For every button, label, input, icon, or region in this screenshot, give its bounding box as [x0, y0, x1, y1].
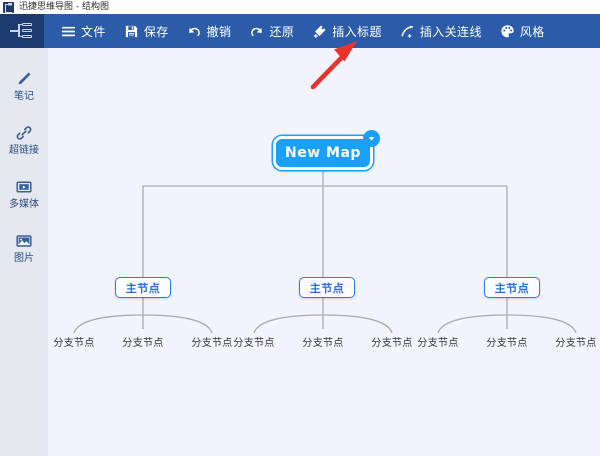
toolbar-button-redo[interactable]: 还原	[240, 14, 303, 48]
curved-connector-plus-icon	[401, 25, 413, 38]
branch-node-2-3[interactable]: 分支节点	[371, 338, 413, 349]
mindmap-logo-icon	[3, 1, 14, 13]
root-node[interactable]: New Map	[273, 136, 373, 170]
hyperlink-chain-icon	[16, 126, 32, 140]
tag-plus-icon	[314, 25, 326, 38]
main-node-3[interactable]: 主节点	[484, 277, 540, 298]
main-node-2-label: 主节点	[309, 281, 345, 295]
toolbar-label-insert-title: 插入标题	[332, 24, 382, 39]
sidebar-item-note[interactable]: 笔记	[0, 62, 48, 110]
mindmap-brand-icon	[10, 22, 34, 40]
left-sidebar: 笔记 超链接 多媒体	[0, 48, 48, 456]
toolbar-label-insert-relation-line: 插入关连线	[419, 24, 482, 39]
toolbar-items: 文件 保存 撤销	[44, 14, 554, 48]
sidebar-label-multimedia: 多媒体	[9, 199, 39, 210]
title-bar: 迅捷思维导图 - 结构图	[0, 0, 600, 14]
toolbar-label-redo: 还原	[269, 24, 295, 39]
toolbar-button-save[interactable]: 保存	[115, 14, 178, 48]
toolbar-label-save: 保存	[143, 24, 169, 39]
toolbar-button-insert-relation-line[interactable]: 插入关连线	[391, 14, 491, 48]
branch-node-1-1[interactable]: 分支节点	[53, 338, 95, 349]
undo-arrow-icon	[188, 27, 200, 36]
image-picture-icon	[16, 235, 32, 247]
toolbar-button-style[interactable]: 风格	[491, 14, 554, 48]
main-toolbar: 文件 保存 撤销	[0, 14, 600, 48]
root-node-label: New Map	[285, 145, 361, 161]
toolbar-label-undo: 撤销	[206, 24, 232, 39]
brand-tile[interactable]	[0, 14, 44, 48]
hamburger-menu-icon	[61, 26, 76, 36]
sidebar-item-image[interactable]: 图片	[0, 224, 48, 272]
connector-lines	[73, 170, 577, 334]
redo-arrow-icon	[251, 27, 263, 36]
toolbar-button-insert-title[interactable]: 插入标题	[303, 14, 391, 48]
sidebar-label-note: 笔记	[14, 91, 34, 102]
branch-node-3-1[interactable]: 分支节点	[417, 338, 459, 349]
root-node-dropdown-badge[interactable]	[363, 130, 380, 147]
toolbar-button-undo[interactable]: 撤销	[178, 14, 241, 48]
chevron-down-icon	[368, 137, 375, 141]
toolbar-label-style: 风格	[519, 24, 545, 39]
main-node-2[interactable]: 主节点	[299, 277, 355, 298]
branch-node-3-3[interactable]: 分支节点	[555, 338, 597, 349]
main-node-3-label: 主节点	[494, 281, 530, 295]
pen-note-icon	[18, 72, 31, 85]
branch-node-1-2[interactable]: 分支节点	[122, 338, 164, 349]
window-title: 迅捷思维导图 - 结构图	[19, 2, 109, 12]
branch-node-1-3[interactable]: 分支节点	[191, 338, 233, 349]
floppy-disk-save-icon	[125, 25, 137, 37]
main-node-1-label: 主节点	[125, 281, 161, 295]
color-palette-icon	[501, 24, 514, 37]
toolbar-label-file: 文件	[81, 24, 106, 39]
sidebar-label-hyperlink: 超链接	[9, 145, 39, 156]
mindmap-canvas[interactable]: New Map 主节点 主节点 主节点 分支节点 分支节点 分支节点 分支节点 …	[48, 48, 600, 456]
toolbar-button-file[interactable]: 文件	[52, 14, 115, 48]
media-film-icon	[16, 181, 32, 193]
branch-node-2-2[interactable]: 分支节点	[302, 338, 344, 349]
sidebar-label-image: 图片	[14, 253, 34, 264]
sidebar-item-hyperlink[interactable]: 超链接	[0, 116, 48, 164]
main-node-1[interactable]: 主节点	[115, 277, 171, 298]
sidebar-item-multimedia[interactable]: 多媒体	[0, 170, 48, 218]
branch-node-3-2[interactable]: 分支节点	[486, 338, 528, 349]
branch-node-2-1[interactable]: 分支节点	[233, 338, 275, 349]
